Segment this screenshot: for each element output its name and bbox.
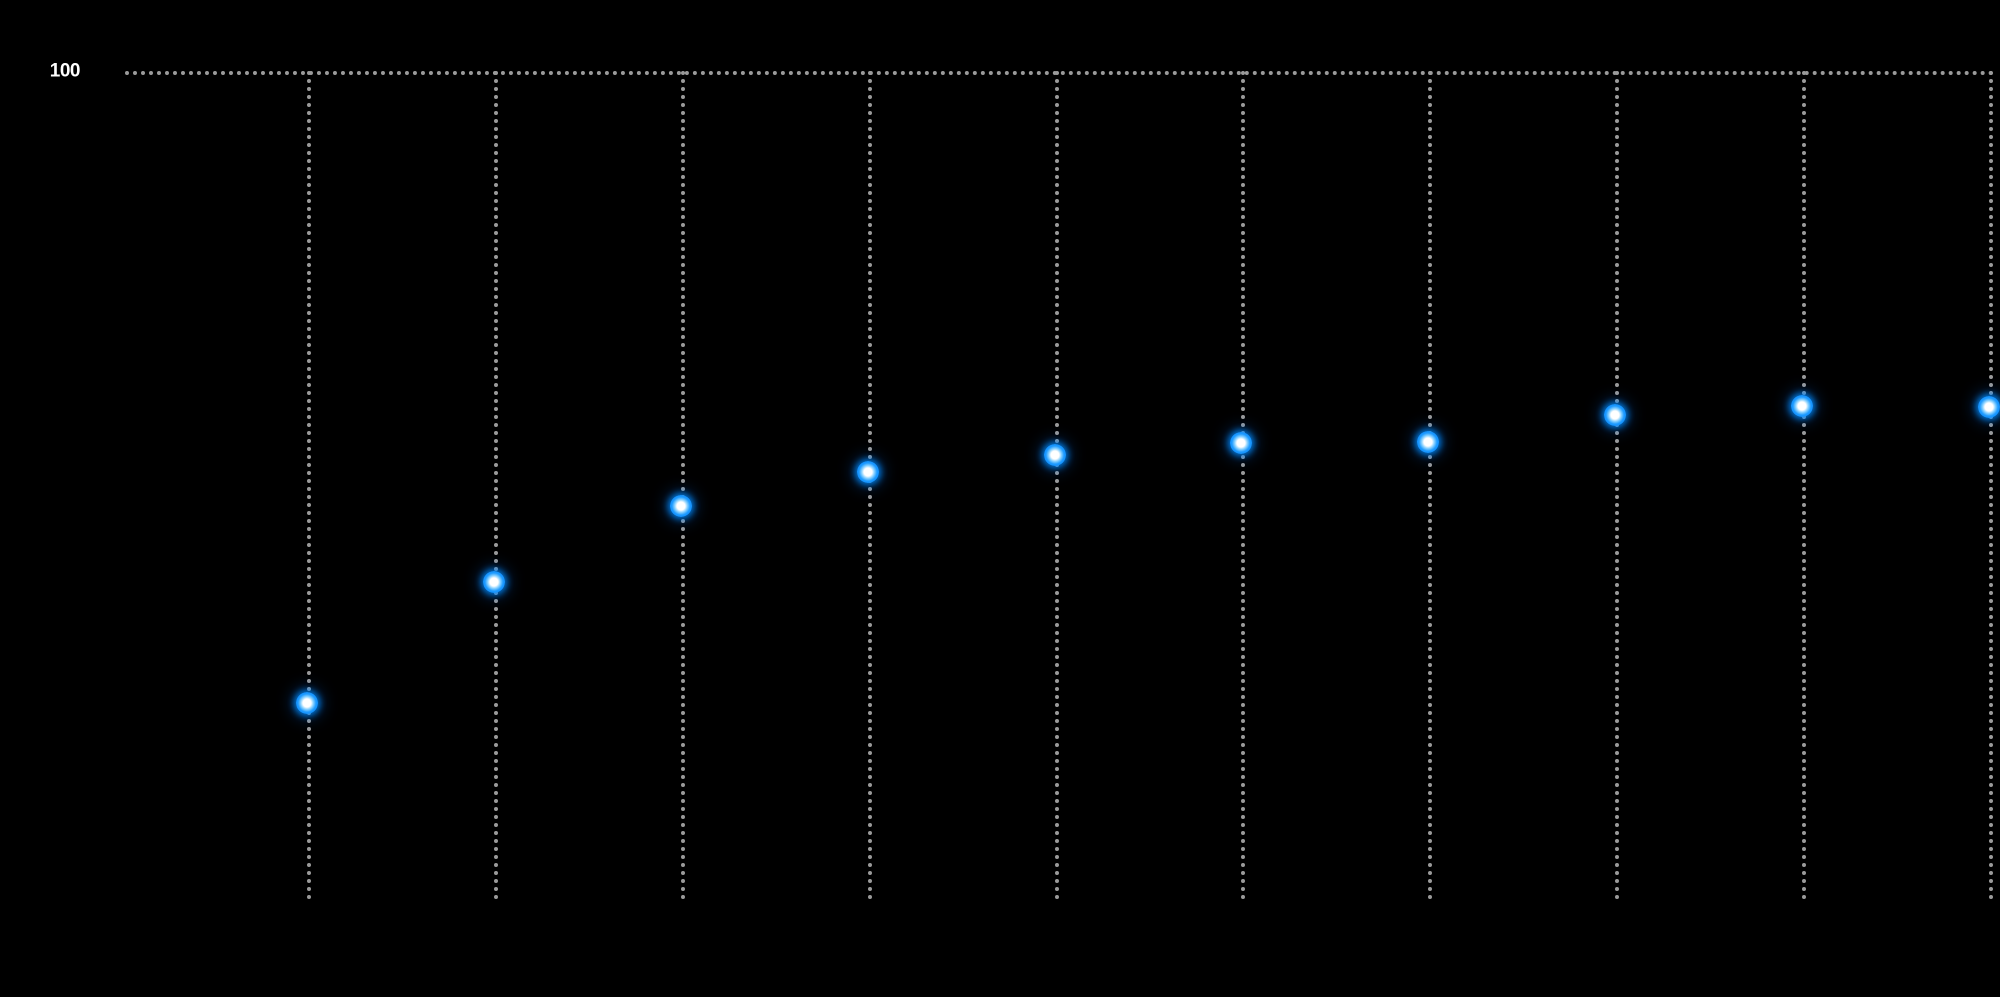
vertical-gridline bbox=[1055, 71, 1059, 900]
data-point[interactable] bbox=[1417, 431, 1439, 453]
vertical-gridline bbox=[1989, 71, 1993, 900]
vertical-gridline bbox=[1615, 71, 1619, 900]
horizontal-gridline-100 bbox=[125, 71, 1995, 75]
data-point[interactable] bbox=[1604, 404, 1626, 426]
vertical-gridline bbox=[681, 71, 685, 900]
data-point[interactable] bbox=[1230, 432, 1252, 454]
vertical-gridline bbox=[1428, 71, 1432, 900]
data-point[interactable] bbox=[1791, 395, 1813, 417]
y-axis-tick-label-100: 100 bbox=[49, 60, 81, 82]
vertical-gridline bbox=[868, 71, 872, 900]
data-point[interactable] bbox=[296, 692, 318, 714]
vertical-gridline bbox=[1802, 71, 1806, 900]
data-point[interactable] bbox=[857, 461, 879, 483]
vertical-gridline bbox=[1241, 71, 1245, 900]
vertical-gridline bbox=[494, 71, 498, 900]
data-point[interactable] bbox=[1044, 444, 1066, 466]
data-point[interactable] bbox=[1978, 396, 2000, 418]
data-point[interactable] bbox=[670, 495, 692, 517]
data-point[interactable] bbox=[483, 571, 505, 593]
vertical-gridline bbox=[307, 71, 311, 900]
